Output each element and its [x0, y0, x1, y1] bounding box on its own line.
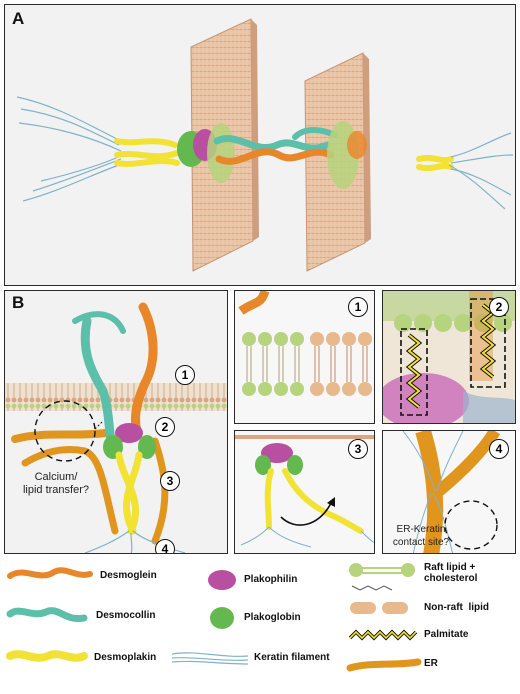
legend-desmocollin: Desmocollin [96, 610, 155, 621]
marker-3: 3 [160, 471, 180, 491]
legend-plakoglobin: Plakoglobin [244, 612, 301, 623]
desmosome-detail-illustration [5, 291, 228, 554]
desmoglein-b [135, 307, 153, 431]
marker-2: 2 [155, 417, 175, 437]
desmosome-overview-illustration [5, 5, 516, 286]
legend-plakophilin: Plakophilin [244, 574, 297, 585]
legend-er: ER [424, 658, 438, 669]
legend-desmoglein: Desmoglein [100, 570, 157, 581]
calcium-callout: Calcium/ lipid transfer? [11, 471, 101, 497]
inset-1: 1 [234, 290, 375, 424]
panel-b: B [4, 290, 228, 554]
er-keratin-callout: ER-Keratin contact site? [385, 523, 457, 549]
inset-4: 4 ER-Keratin contact site? [382, 430, 516, 554]
legend: Desmoglein Desmocollin Desmoplakin Plako… [0, 558, 520, 694]
panel-a: A [4, 4, 516, 286]
legend-non-raft: Non-raft lipid [424, 602, 489, 613]
inset-1-number: 1 [348, 297, 368, 317]
legend-palmitate: Palmitate [424, 629, 468, 640]
legend-keratin: Keratin filament [254, 652, 330, 663]
desmocollin-b [85, 321, 111, 441]
inset-3-number: 3 [348, 439, 368, 459]
inset-4-number: 4 [489, 439, 509, 459]
desmoplakin-b [119, 455, 139, 531]
marker-1: 1 [175, 365, 195, 385]
legend-desmoplakin: Desmoplakin [94, 652, 156, 663]
keratin-filaments-right [449, 133, 513, 209]
inset-2-number: 2 [489, 297, 509, 317]
plasma-membrane [5, 383, 228, 411]
marker-4: 4 [155, 539, 175, 554]
legend-raft-lipid: Raft lipid + cholesterol [424, 562, 477, 584]
desmoplakin-left [117, 141, 177, 164]
er-tubule [15, 433, 105, 439]
inset-3: 3 [234, 430, 375, 554]
keratin-filaments-left [17, 97, 123, 201]
inset-2: 2 [382, 290, 516, 424]
